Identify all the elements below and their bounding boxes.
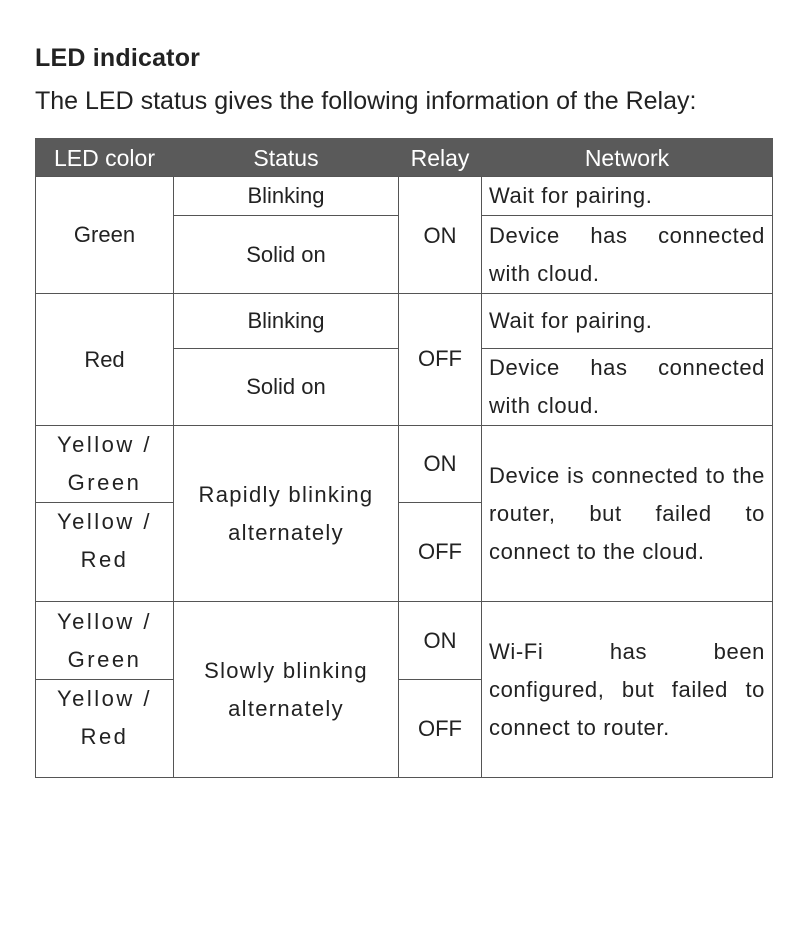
status-text: Rapidly blinking alternately: [198, 481, 374, 545]
cell-network: Device is connected to the router, but f…: [481, 425, 773, 602]
section-title: LED indicator: [35, 44, 201, 72]
cell-led-yellow-green: Yellow / Green: [35, 425, 174, 503]
header-network: Network: [481, 138, 773, 177]
cell-status: Solid on: [173, 348, 399, 426]
cell-led-yellow-green: Yellow / Green: [35, 601, 174, 680]
cell-relay: ON: [398, 176, 482, 294]
cell-status: Slowly blinking alternately: [173, 601, 399, 778]
cell-status: Blinking: [173, 293, 399, 349]
cell-relay: OFF: [398, 679, 482, 778]
cell-relay: OFF: [398, 293, 482, 426]
cell-network: Device has connected with cloud.: [481, 215, 773, 294]
cell-led-yellow-red: Yellow / Red: [35, 502, 174, 602]
intro-text: The LED status gives the following infor…: [35, 87, 697, 115]
cell-led-yellow-red: Yellow / Red: [35, 679, 174, 778]
cell-network: Wait for pairing.: [481, 293, 773, 349]
cell-network: Wait for pairing.: [481, 176, 773, 216]
header-status: Status: [173, 138, 399, 177]
cell-led-green: Green: [35, 176, 174, 294]
cell-network: Device has connected with cloud.: [481, 348, 773, 426]
cell-led-red: Red: [35, 293, 174, 426]
status-text: Slowly blinking alternately: [204, 657, 368, 721]
cell-relay: OFF: [398, 502, 482, 602]
cell-status: Blinking: [173, 176, 399, 216]
header-relay: Relay: [398, 138, 482, 177]
cell-status: Solid on: [173, 215, 399, 294]
header-led-color: LED color: [35, 138, 174, 177]
cell-status: Rapidly blinking alternately: [173, 425, 399, 602]
cell-relay: ON: [398, 601, 482, 680]
cell-network: Wi-Fi has been configured, but failed to…: [481, 601, 773, 778]
cell-relay: ON: [398, 425, 482, 503]
